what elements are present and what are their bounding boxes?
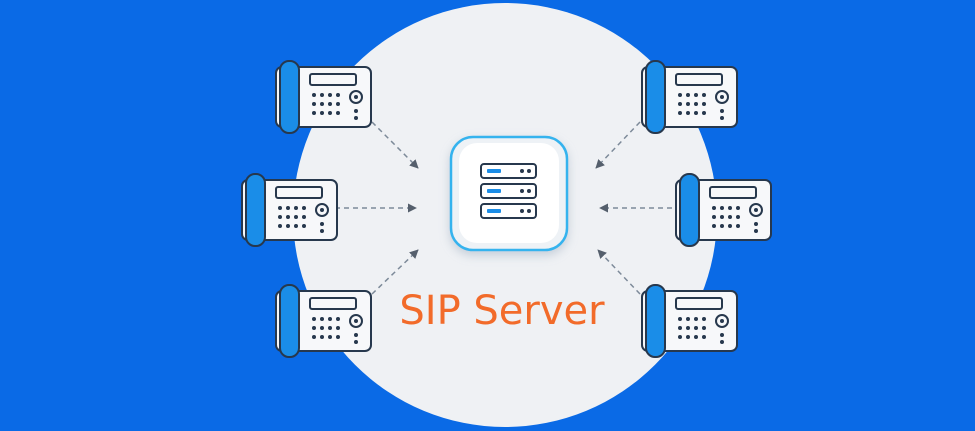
phone-middle-left-icon [241, 173, 338, 247]
server-label: SIP Server [399, 288, 605, 334]
server-tile [449, 135, 569, 252]
phone-top-left-icon [275, 60, 372, 134]
phone-bottom-right-icon [641, 284, 738, 358]
arrow-bottom-right [597, 249, 641, 295]
connection-arrows [335, 121, 672, 295]
arrow-top-left [371, 121, 419, 169]
phone-middle-right-icon [675, 173, 772, 247]
server-icon [480, 163, 537, 219]
arrow-top-right [595, 121, 641, 169]
phone-top-right-icon [641, 60, 738, 134]
arrow-bottom-left [371, 249, 419, 295]
